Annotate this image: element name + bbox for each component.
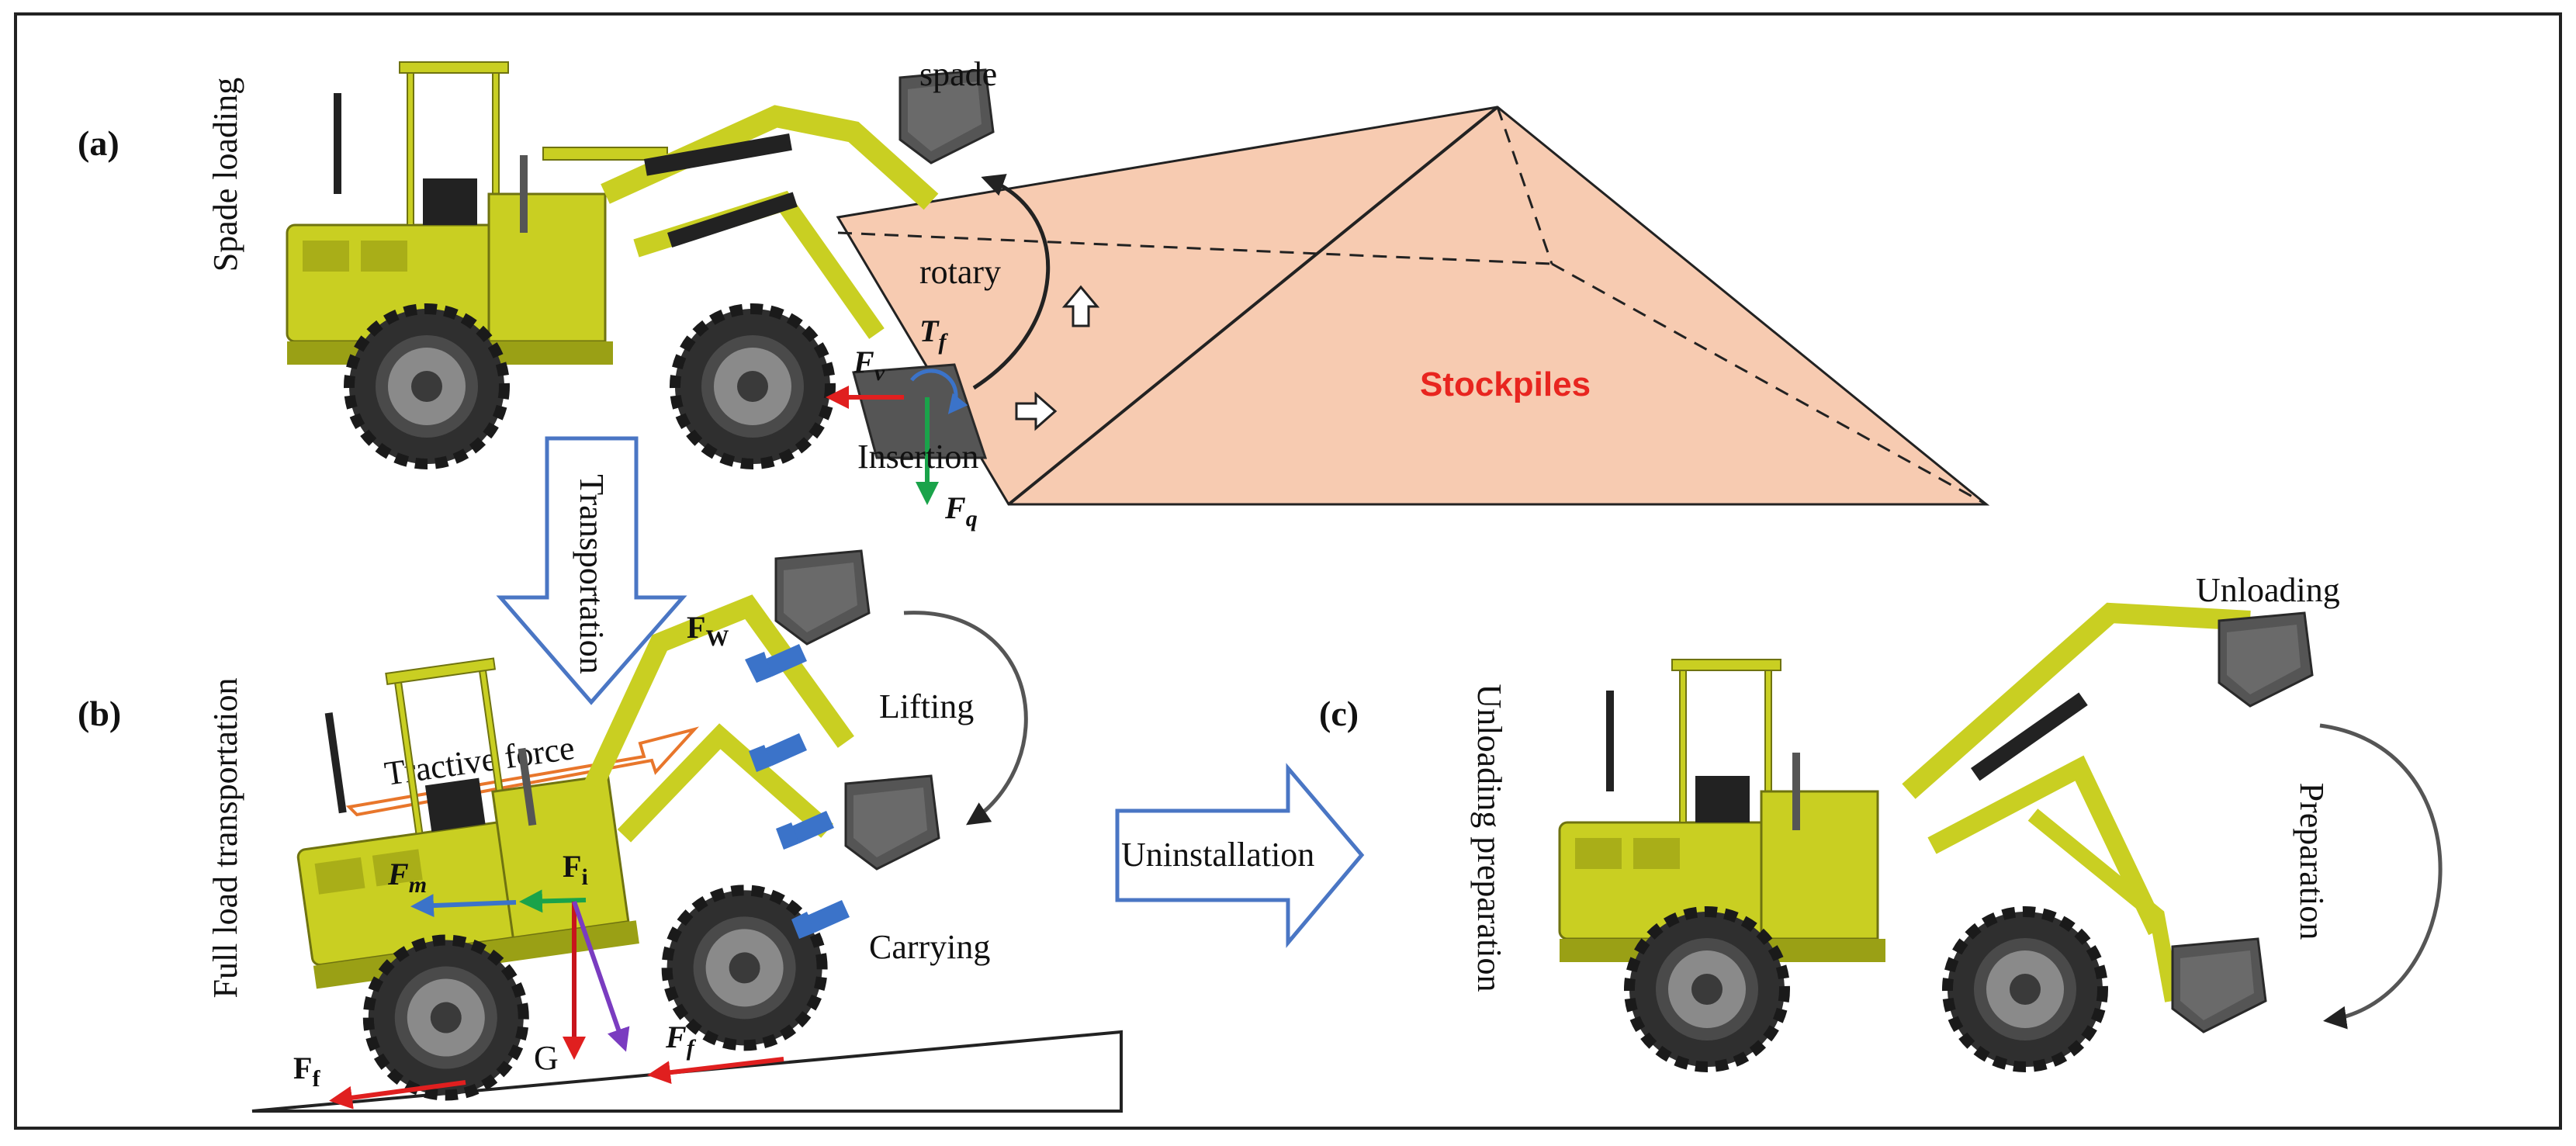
tf-label: Tf xyxy=(919,313,948,355)
uninstallation-label: Uninstallation xyxy=(1121,836,1314,874)
spade-loading-label: Spade loading xyxy=(206,78,244,272)
fm-arrow xyxy=(410,894,517,918)
ff-rear-label: Ff xyxy=(665,1020,697,1061)
ff-front-label: Ff xyxy=(293,1051,320,1092)
stockpile xyxy=(836,106,1990,506)
bucket-carrying xyxy=(844,774,940,871)
fw-arrows xyxy=(745,644,850,939)
loader-a xyxy=(286,61,995,464)
stockpiles-label: Stockpiles xyxy=(1420,365,1591,403)
right-motion-arrow xyxy=(1015,391,1058,431)
fq-label: Fq xyxy=(944,490,978,531)
normal-arrow xyxy=(572,901,630,1052)
transportation-label: Transportation xyxy=(573,474,611,674)
panel-a-label: (a) xyxy=(78,123,119,163)
carrying-label: Carrying xyxy=(869,928,990,966)
unloading-label: Unloading xyxy=(2196,571,2340,609)
lifting-arrow xyxy=(903,611,1028,826)
fw-label: FW xyxy=(687,610,729,651)
preparation-arrow xyxy=(2319,723,2443,1030)
unloading-prep-label: Unloading preparation xyxy=(1470,684,1508,992)
panel-c-label: (c) xyxy=(1319,694,1359,733)
fi-label: Fi xyxy=(563,849,588,890)
ff-rear-arrow xyxy=(647,1057,784,1085)
spade-label: spade xyxy=(919,55,997,93)
loader-c xyxy=(1558,602,2314,1067)
fv-label: Fv xyxy=(853,344,885,386)
ff-front-arrow xyxy=(329,1080,466,1110)
rotary-label: rotary xyxy=(919,253,1001,291)
up-motion-arrow xyxy=(1061,285,1100,327)
preparation-label: Preparation xyxy=(2293,783,2331,940)
loader-b xyxy=(273,594,854,1112)
rotary-arrow xyxy=(972,174,1051,390)
tf-moment-arrow xyxy=(910,369,968,414)
insertion-label: Insertion xyxy=(857,438,978,476)
transportation-arrow xyxy=(496,436,687,705)
fm-label: Fm xyxy=(387,857,427,898)
figure-border xyxy=(14,12,2562,1130)
bucket-lifted xyxy=(774,549,871,646)
fi-arrow xyxy=(519,889,587,913)
uninstallation-arrow xyxy=(1115,763,1365,948)
lifting-label: Lifting xyxy=(879,687,974,725)
full-load-label: Full load transportation xyxy=(206,677,244,998)
g-label: G xyxy=(534,1039,559,1077)
panel-b-label: (b) xyxy=(78,694,121,733)
